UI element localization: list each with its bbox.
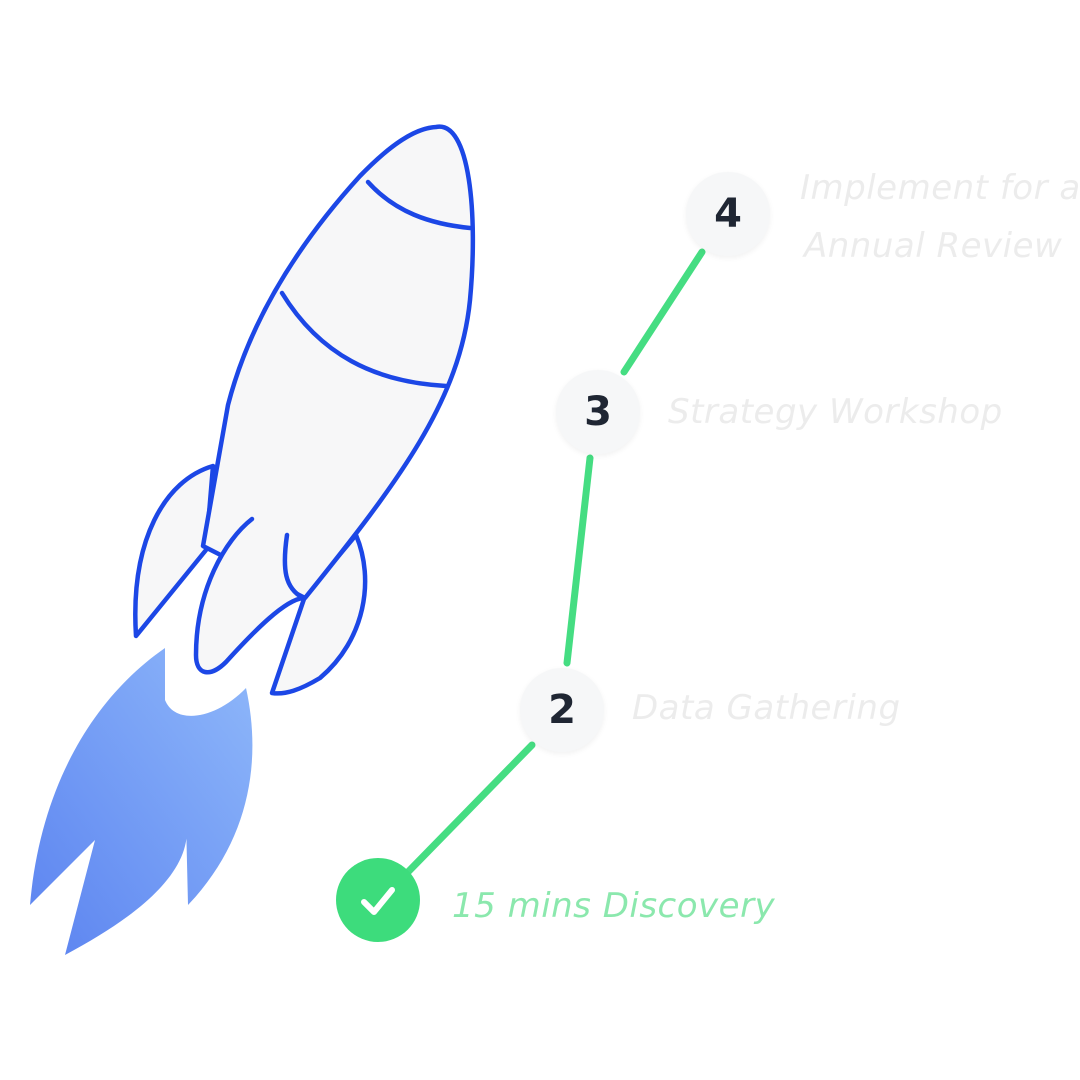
step-2-label: Data Gathering (632, 688, 901, 728)
step-4-marker[interactable]: 4 (686, 172, 770, 256)
path-segment-2-3 (563, 454, 594, 667)
step-1-label: 15 mins Discovery (452, 886, 776, 926)
step-3-marker[interactable]: 3 (556, 370, 640, 454)
step-3-label: Strategy Workshop (668, 392, 1003, 432)
path-segment-3-4 (620, 248, 706, 376)
step-4-label-line2: Annual Review (804, 226, 1063, 266)
path-segment-1-2 (404, 741, 536, 876)
step-2-marker[interactable]: 2 (520, 668, 604, 752)
step-1-done-marker[interactable] (336, 858, 420, 942)
progress-path (404, 248, 706, 876)
rocket-icon (133, 124, 476, 696)
flame-icon (30, 648, 253, 955)
step-4-label-line1: Implement for an * (800, 168, 1080, 208)
checkmark-icon (361, 887, 395, 915)
